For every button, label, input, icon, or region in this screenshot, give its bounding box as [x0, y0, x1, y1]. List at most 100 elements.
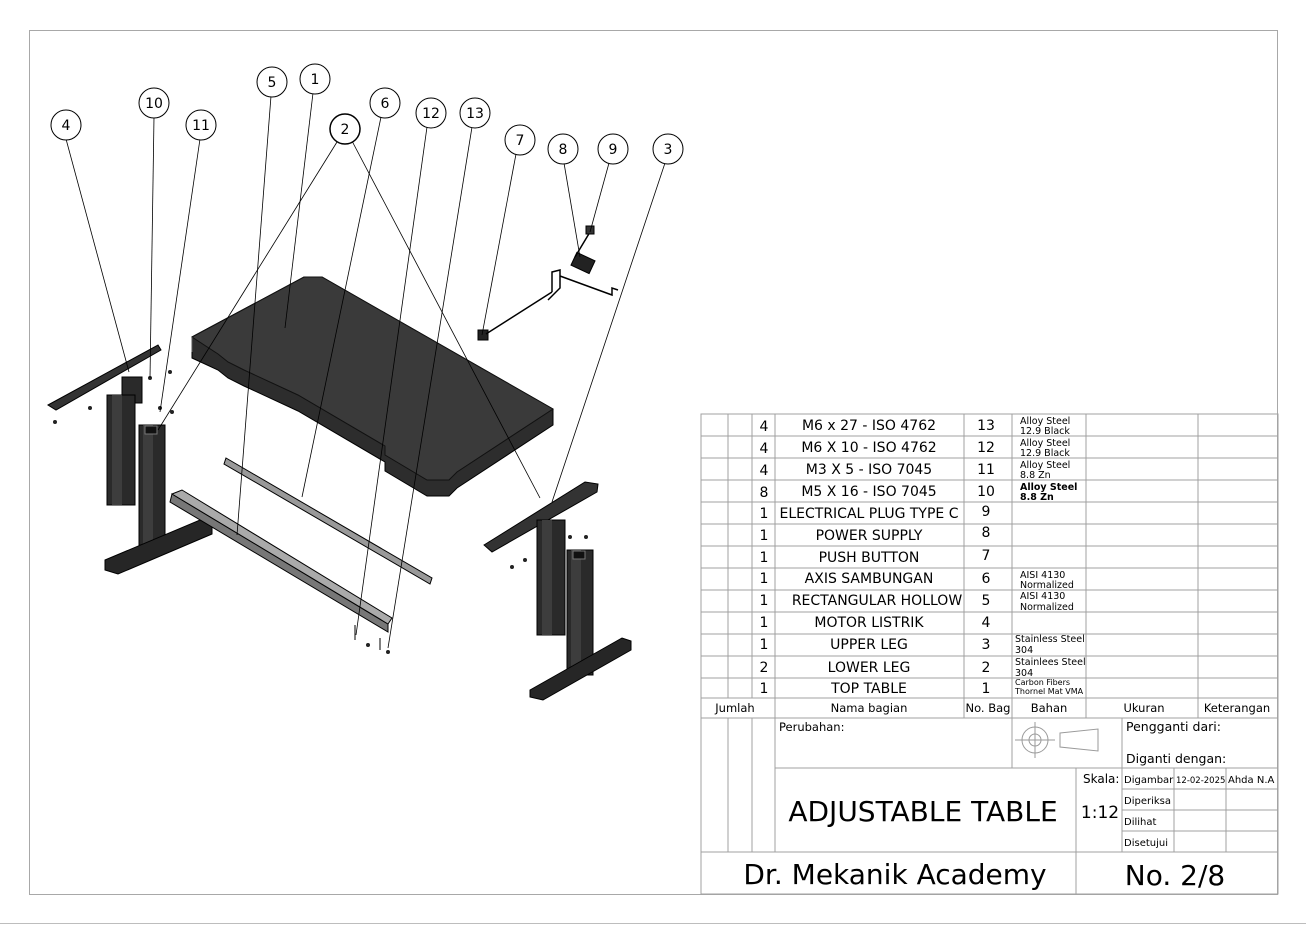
- label-text: 9: [609, 142, 618, 158]
- label-text: 9: [982, 504, 991, 520]
- label-text: 3: [982, 637, 991, 653]
- label-text: 4: [760, 463, 769, 479]
- label-text: 1: [760, 593, 769, 609]
- label-text: 12.9 Black: [1020, 426, 1070, 437]
- part-electrical-cabling: [477, 225, 619, 341]
- label-text: POWER SUPPLY: [816, 528, 923, 544]
- title-block: Perubahan: Pengganti dari: Diganti denga…: [700, 717, 1279, 895]
- label-text: TOP TABLE: [830, 681, 907, 697]
- label-text: 13: [466, 106, 484, 122]
- label-text: 1: [982, 681, 991, 697]
- changes-label: Perubahan:: [779, 720, 844, 734]
- label-text: 8: [760, 485, 769, 501]
- projection-symbol-icon: [1015, 722, 1099, 758]
- bom-header: Jumlah Nama bagian No. Bag Bahan Ukuran …: [714, 701, 1270, 715]
- sheet-number: No. 2/8: [1125, 859, 1225, 892]
- label-text: Thornel Mat VMA: [1014, 687, 1084, 696]
- drawing-title: ADJUSTABLE TABLE: [788, 795, 1057, 828]
- balloon-10: 10: [138, 87, 170, 119]
- label-text: AISI 4130: [1020, 570, 1065, 581]
- label-text: Alloy Steel: [1020, 460, 1070, 471]
- label-text: 8: [982, 525, 991, 541]
- balloon-6: 6: [369, 87, 401, 119]
- label-text: Alloy Steel: [1020, 438, 1070, 449]
- bottom-rule: [0, 923, 1306, 924]
- balloons: 4 10 11 5 1 2 6 12 13 7 8 9 3: [50, 63, 684, 165]
- label-text: RECTANGULAR HOLLOW: [792, 593, 963, 609]
- label-text: No. Bag: [966, 701, 1011, 715]
- label-text: Nama bagian: [831, 701, 908, 715]
- label-text: 11: [977, 462, 995, 478]
- label-text: Alloy Steel: [1020, 416, 1070, 427]
- label-text: 3: [664, 142, 673, 158]
- label-text: Carbon Fibers: [1015, 678, 1070, 687]
- label-text: AISI 4130: [1020, 591, 1065, 602]
- label-text: Normalized: [1020, 602, 1074, 613]
- label-text: ELECTRICAL PLUG TYPE C: [780, 506, 959, 522]
- label-text: 1: [760, 615, 769, 631]
- label-text: 1: [760, 681, 769, 697]
- seen-label: Dilihat: [1124, 817, 1157, 828]
- balloon-1: 1: [299, 63, 331, 95]
- label-text: M3 X 5 - ISO 7045: [806, 462, 932, 478]
- label-text: 2: [760, 660, 769, 676]
- part-right-leg-assembly: [483, 481, 632, 701]
- label-text: Stainless Steel: [1015, 634, 1085, 645]
- label-text: Ukuran: [1123, 701, 1164, 715]
- company-name: Dr. Mekanik Academy: [743, 858, 1046, 891]
- balloon-11: 11: [185, 109, 217, 141]
- label-text: M6 x 27 - ISO 4762: [802, 418, 936, 434]
- label-text: 1: [760, 550, 769, 566]
- label-text: 8.8 Zn: [1020, 492, 1054, 503]
- label-text: M6 X 10 - ISO 4762: [801, 440, 936, 456]
- label-text: 12: [977, 440, 995, 456]
- label-text: MOTOR LISTRIK: [814, 615, 924, 631]
- label-text: 304: [1015, 668, 1033, 679]
- label-text: 304: [1015, 645, 1033, 656]
- balloon-3: 3: [652, 133, 684, 165]
- label-text: 7: [982, 548, 991, 564]
- label-text: Stainlees Steel: [1015, 657, 1086, 668]
- label-text: 4: [760, 441, 769, 457]
- exploded-assembly: [47, 225, 632, 701]
- part-left-leg-assembly: [47, 344, 213, 575]
- approved-label: Disetujui: [1124, 838, 1168, 849]
- label-text: AXIS SAMBUNGAN: [805, 571, 934, 587]
- label-text: M5 X 16 - ISO 7045: [801, 484, 936, 500]
- label-text: 8: [559, 142, 568, 158]
- part-axis-sambungan: [223, 457, 433, 585]
- checked-label: Diperiksa: [1124, 796, 1171, 807]
- label-text: 6: [381, 96, 390, 112]
- balloon-2: 2: [329, 113, 361, 145]
- bom-row: 1 PUSH BUTTON 7: [760, 548, 991, 566]
- replaces-label: Pengganti dari:: [1126, 719, 1221, 734]
- label-text: 7: [516, 133, 525, 149]
- label-text: UPPER LEG: [830, 637, 908, 653]
- label-text: 5: [982, 593, 991, 609]
- label-text: Keterangan: [1204, 701, 1270, 715]
- balloon-5: 5: [256, 66, 288, 98]
- balloon-13: 13: [459, 97, 491, 129]
- label-text: 11: [192, 118, 210, 134]
- bom-row-lines: [701, 435, 1278, 699]
- label-text: 1: [760, 637, 769, 653]
- label-text: 1: [311, 72, 320, 88]
- label-text: PUSH BUTTON: [819, 550, 920, 566]
- label-text: 4: [982, 615, 991, 631]
- balloon-9: 9: [597, 133, 629, 165]
- bom-column-lines: [727, 414, 1199, 718]
- label-text: Bahan: [1031, 701, 1068, 715]
- scale-label: Skala:: [1083, 772, 1119, 786]
